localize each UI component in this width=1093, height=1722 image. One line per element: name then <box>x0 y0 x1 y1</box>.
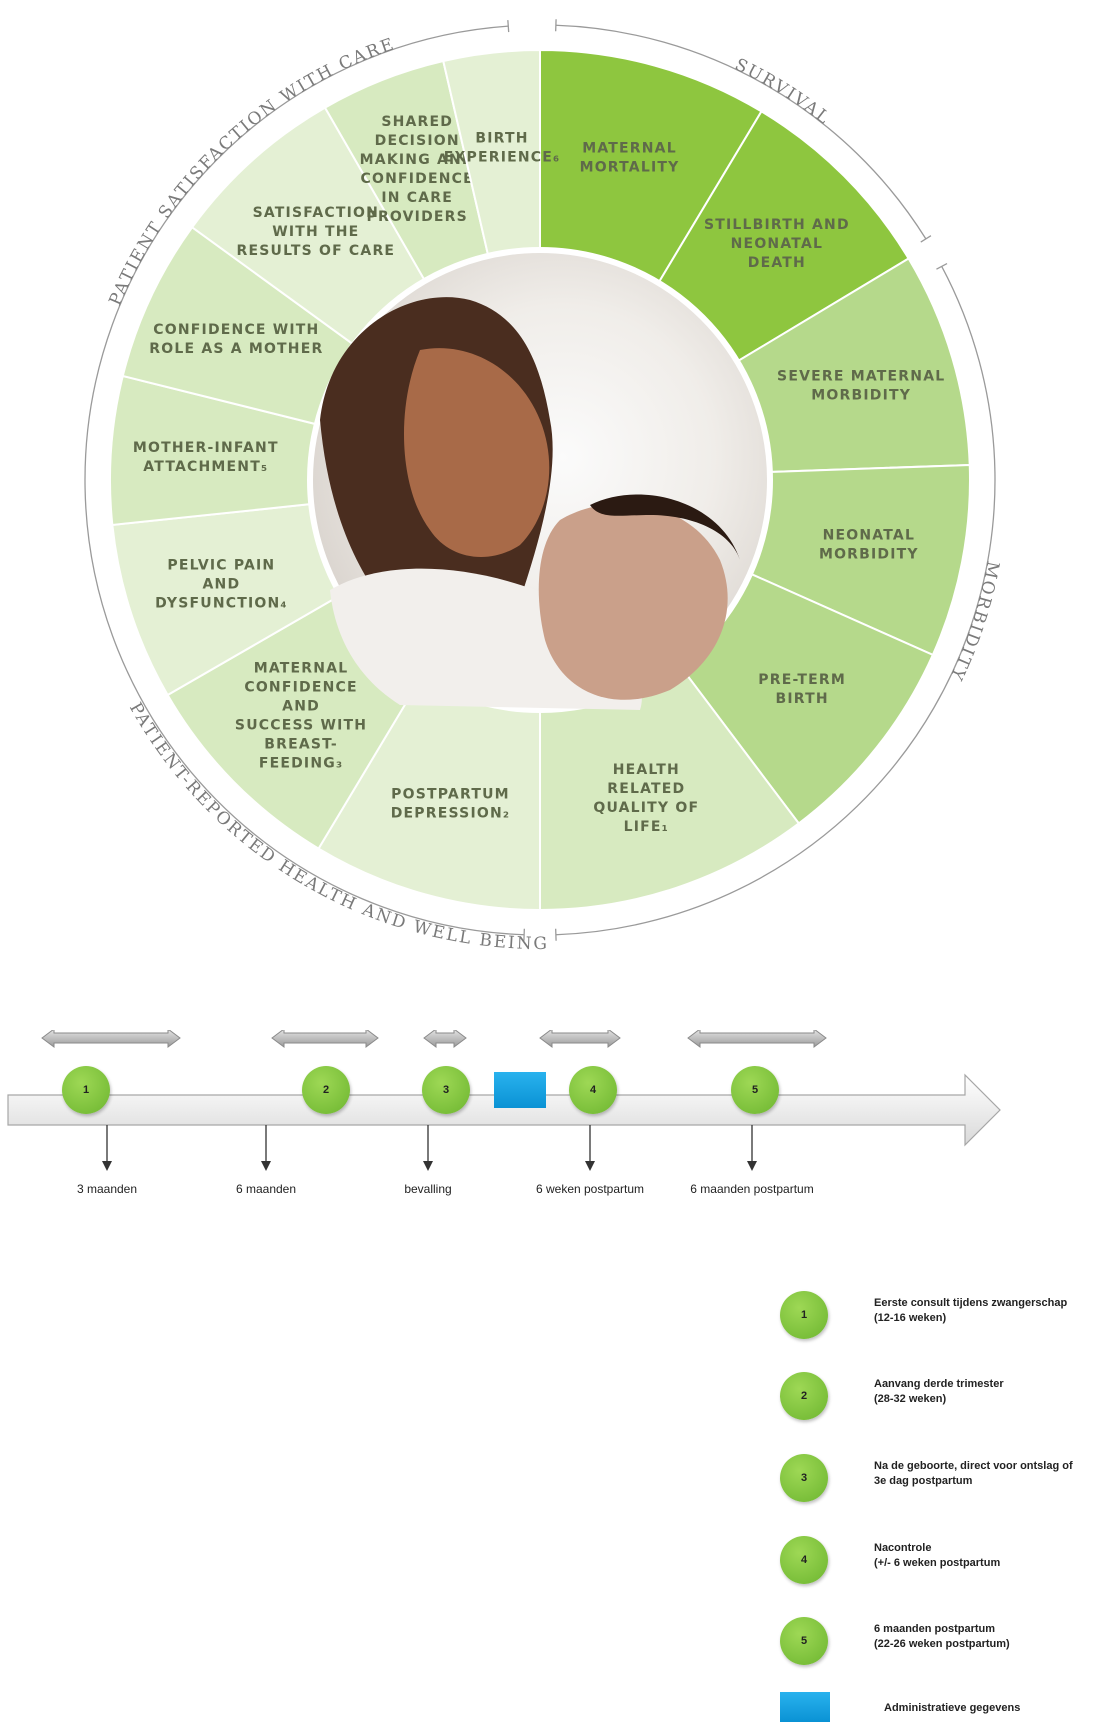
timeline-tick-label: bevalling <box>404 1182 451 1196</box>
timeline: 3 maanden 6 maanden bevalling 6 weken postp… <box>0 1030 1093 1230</box>
timeline-tick-arrowhead <box>102 1161 112 1171</box>
legend-step-marker: 1 <box>780 1291 828 1339</box>
timeline-step-marker: 1 <box>62 1066 110 1114</box>
timeline-ticks <box>102 1125 757 1171</box>
legend-description: Administratieve gegevens <box>884 1701 1020 1716</box>
range-double-arrow <box>688 1030 826 1047</box>
legend-description-line: (28-32 weken) <box>874 1392 1004 1407</box>
center-photo <box>310 250 770 710</box>
timeline-tick-label: 6 maanden <box>236 1182 296 1196</box>
timeline-tick-label: 3 maanden <box>77 1182 137 1196</box>
timeline-tick-label: 6 weken postpartum <box>536 1182 644 1196</box>
legend-step-marker: 3 <box>780 1454 828 1502</box>
legend-description-line: Administratieve gegevens <box>884 1701 1020 1716</box>
legend-description: Nacontrole(+/- 6 weken postpartum <box>874 1541 1000 1571</box>
timeline-tick-arrowhead <box>261 1161 271 1171</box>
legend-description-line: (12-16 weken) <box>874 1311 1067 1326</box>
legend-description-line: (+/- 6 weken postpartum <box>874 1556 1000 1571</box>
legend-description-line: Aanvang derde trimester <box>874 1377 1004 1392</box>
legend-description: 6 maanden postpartum(22-26 weken postpar… <box>874 1622 1010 1652</box>
legend-description: Aanvang derde trimester(28-32 weken) <box>874 1377 1004 1407</box>
timeline-step-marker: 4 <box>569 1066 617 1114</box>
ring-tick <box>921 236 931 242</box>
timeline-tick-arrowhead <box>747 1161 757 1171</box>
range-double-arrow <box>272 1030 378 1047</box>
legend-step-marker: 4 <box>780 1536 828 1584</box>
admin-data-marker <box>494 1072 546 1108</box>
timeline-tick-label: 6 maanden postpartum <box>690 1182 813 1196</box>
legend-step-marker: 2 <box>780 1372 828 1420</box>
timeline-graphics <box>0 1030 1093 1230</box>
ring-tick <box>508 20 509 32</box>
range-double-arrow <box>42 1030 180 1047</box>
range-double-arrow <box>424 1030 466 1047</box>
legend-description: Eerste consult tijdens zwangerschap(12-1… <box>874 1296 1067 1326</box>
legend-description-line: Eerste consult tijdens zwangerschap <box>874 1296 1067 1311</box>
legend-description-line: Na de geboorte, direct voor ontslag of <box>874 1459 1073 1474</box>
timeline-range-arrows <box>42 1030 826 1047</box>
legend-description-line: (22-26 weken postpartum) <box>874 1637 1010 1652</box>
timeline-tick-arrowhead <box>585 1161 595 1171</box>
timeline-step-marker: 5 <box>731 1066 779 1114</box>
ring-tick <box>936 264 947 270</box>
legend-admin-marker <box>780 1692 830 1722</box>
legend-description-line: Nacontrole <box>874 1541 1000 1556</box>
timeline-step-marker: 3 <box>422 1066 470 1114</box>
legend-description-line: 6 maanden postpartum <box>874 1622 1010 1637</box>
timeline-tick-arrowhead <box>423 1161 433 1171</box>
legend-description-line: 3e dag postpartum <box>874 1474 1073 1489</box>
legend-step-marker: 5 <box>780 1617 828 1665</box>
range-double-arrow <box>540 1030 620 1047</box>
timeline-step-marker: 2 <box>302 1066 350 1114</box>
